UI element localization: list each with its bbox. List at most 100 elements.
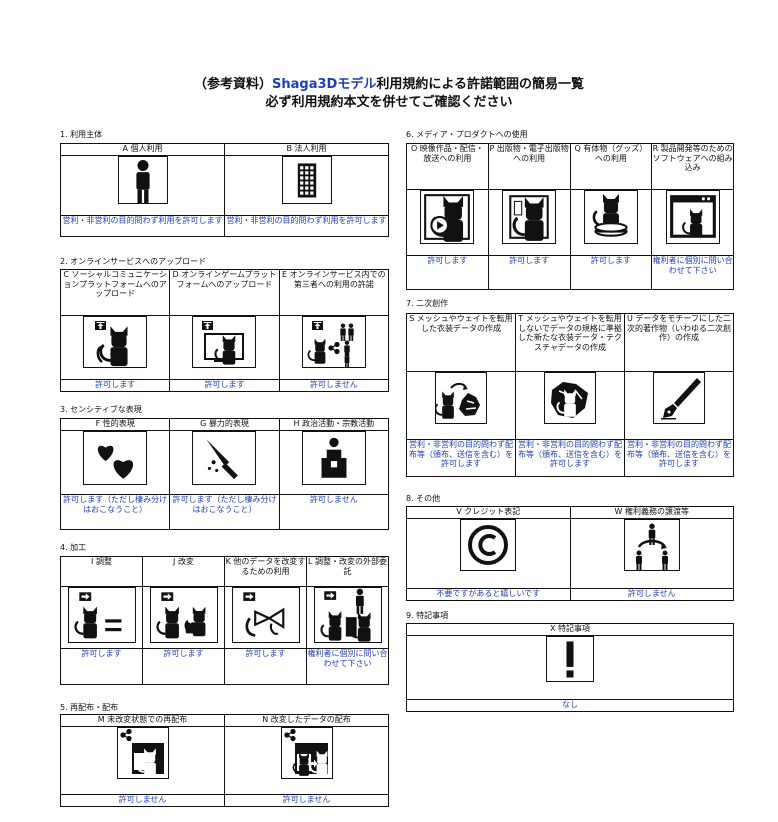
item-icon-cell — [487, 189, 571, 256]
item-header: C ソーシャルコミュニケーションプラットフォームへのアップロード — [59, 269, 171, 316]
document-title: （参考資料）Shaga3Dモデル利用規約による許諾範囲の簡易一覧 — [0, 73, 778, 92]
item-icon-cell — [60, 726, 225, 795]
pen-icon — [653, 372, 705, 424]
adjust-icon — [67, 587, 136, 643]
item-header: R 製品開発等のためのソフトウェアへの組み込み — [651, 143, 734, 190]
upload-game-icon — [192, 316, 257, 368]
item-icon-cell — [406, 189, 489, 256]
item-icon-cell — [60, 155, 225, 216]
item-icon-cell — [278, 430, 390, 495]
item-header: N 改変したデータの配布 — [224, 714, 389, 727]
item-permission: 営利・非営利の目的問わず配布等（頒布、送信を含む）を許可します — [515, 439, 625, 477]
title-suffix: 利用規約による許諾範囲の簡易一覧 — [376, 77, 584, 92]
item-header: L 調整・改変の外部委託 — [306, 556, 389, 587]
title-model-name: Shaga3Dモデル — [272, 77, 377, 92]
item-permission: 許可します — [569, 255, 653, 290]
section-title: 4. 加工 — [60, 543, 87, 552]
item-icon-cell — [142, 586, 225, 649]
item-permission: 営利・非営利の目的問わず利用を許可します — [224, 215, 389, 237]
costume-new-icon — [544, 372, 596, 424]
item-icon-cell — [169, 430, 280, 495]
item-header: J 改変 — [142, 556, 225, 587]
item-header: I 調整 — [60, 556, 143, 587]
item-icon-cell — [60, 586, 143, 649]
costume-transfer-icon — [435, 372, 487, 424]
item-permission: 営利・非営利の目的問わず配布等（頒布、送信を含む）を許可します — [406, 439, 516, 477]
item-icon-cell — [624, 371, 734, 440]
title-prefix: （参考資料） — [194, 77, 273, 92]
item-permission: 営利・非営利の目的問わず配布等（頒布、送信を含む）を許可します — [624, 439, 734, 477]
software-icon — [665, 190, 720, 244]
item-header: W 権利義務の譲渡等 — [569, 506, 734, 519]
item-icon-cell — [224, 586, 307, 649]
item-permission: 権利者に個別に問い合わせて下さい — [306, 648, 389, 685]
item-permission: 許可しません — [60, 794, 225, 807]
item-permission: 許可します — [169, 379, 280, 392]
item-icon-cell — [59, 430, 171, 495]
item-icon-cell — [224, 155, 389, 216]
item-permission: 許可します — [60, 648, 143, 685]
item-icon-cell — [224, 726, 389, 795]
section-title: 6. メディア・プロダクトへの使用 — [406, 130, 528, 139]
item-permission: 許可します — [142, 648, 225, 685]
video-icon — [420, 190, 475, 244]
item-header: P 出版物・電子出版物への利用 — [487, 143, 571, 190]
hearts-icon — [83, 431, 148, 485]
item-permission: 許可します（ただし棲み分けはおこなうこと） — [59, 494, 171, 530]
item-header: V クレジット表記 — [406, 506, 571, 519]
figure-icon — [583, 190, 638, 244]
distribute-modified-icon — [280, 727, 333, 779]
item-icon-cell — [515, 371, 625, 440]
item-icon-cell — [569, 518, 734, 589]
item-permission: 許可します — [487, 255, 571, 290]
outsource-icon — [313, 587, 382, 643]
section-table-s9: X 特記事項なし — [406, 623, 734, 712]
item-permission: なし — [406, 699, 734, 712]
item-icon-cell — [406, 371, 516, 440]
item-header: D オンラインゲームプラットフォームへのアップロード — [169, 269, 280, 316]
item-header: G 暴力的表現 — [169, 418, 280, 431]
item-permission: 許可しません — [224, 794, 389, 807]
item-icon-cell — [59, 315, 171, 380]
item-header: M 未改変状態での再配布 — [60, 714, 225, 727]
section-title: 3. センシティブな表現 — [60, 405, 142, 414]
share-third-party-icon — [301, 316, 366, 368]
transfer-rights-icon — [623, 519, 680, 571]
item-permission: 許可します — [406, 255, 489, 290]
item-permission: 許可します — [59, 379, 171, 392]
item-permission: 許可しません — [569, 588, 734, 601]
item-icon-cell — [569, 189, 653, 256]
item-header: O 映像作品・配信・放送への利用 — [406, 143, 489, 190]
item-header: S メッシュやウェイトを転用した衣装データの作成 — [406, 313, 516, 372]
copyright-icon — [460, 519, 517, 571]
modify-icon — [149, 587, 218, 643]
item-permission: 営利・非営利の目的問わず利用を許可します — [60, 215, 225, 237]
podium-icon — [301, 431, 366, 485]
item-permission: 許可しません — [278, 494, 390, 530]
section-title: 8. その他 — [406, 494, 441, 503]
item-permission: 不要ですがあると嬉しいです — [406, 588, 571, 601]
item-icon-cell — [406, 518, 571, 589]
item-header: U データをモチーフにした二次的著作物（いわゆる二次創作）の作成 — [624, 313, 734, 372]
upload-social-icon — [83, 316, 148, 368]
item-permission: 許可します（ただし棲み分けはおこなうこと） — [169, 494, 280, 530]
item-header: Q 有体物（グッズ）への利用 — [569, 143, 653, 190]
person-icon — [117, 156, 168, 204]
item-header: E オンラインサービス内での第三者への利用の許諾 — [278, 269, 390, 316]
knife-icon — [192, 431, 257, 485]
section-title: 7. 二次創作 — [406, 299, 449, 308]
item-icon-cell — [169, 315, 280, 380]
document-subtitle: 必ず利用規約本文を併せてご確認ください — [265, 95, 513, 110]
item-icon-cell — [651, 189, 734, 256]
exclamation-icon — [546, 636, 594, 682]
item-header: F 性的表現 — [59, 418, 171, 431]
publication-icon — [502, 190, 557, 244]
item-header: H 政治活動・宗教活動 — [278, 418, 390, 431]
